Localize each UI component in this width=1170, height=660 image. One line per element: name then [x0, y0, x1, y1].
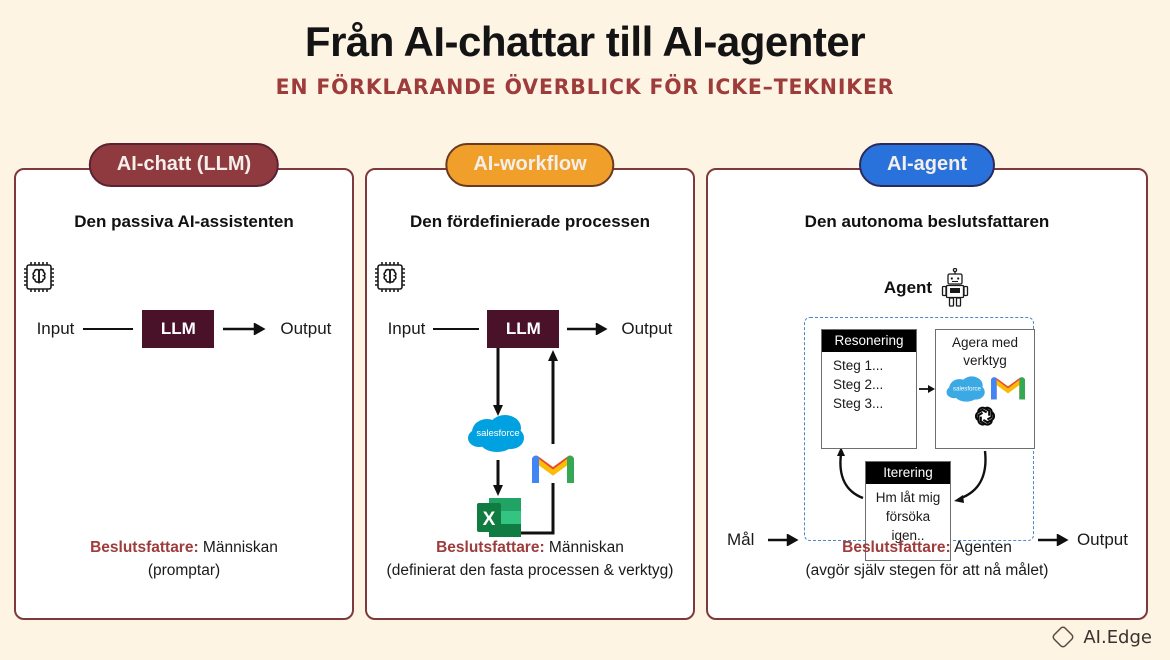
card-2-footer-rest: Människan — [544, 538, 624, 556]
svg-text:salesforce: salesforce — [476, 428, 519, 439]
reasoning-step: Steg 1... — [833, 358, 884, 373]
tools-box: Agera med verktyg — [935, 329, 1035, 449]
arrow-right-icon — [223, 323, 271, 335]
card-1-footer-strong: Beslutsfattare: — [90, 538, 199, 556]
gmail-logo — [991, 375, 1025, 401]
page-subtitle: EN FÖRKLARANDE ÖVERBLICK FÖR ICKE–TEKNIK… — [275, 75, 895, 100]
card-ai-agent: AI-agent Den autonoma beslutsfattaren Ag… — [706, 143, 1148, 620]
card-1-input-label: Input — [36, 319, 75, 338]
connector-line — [83, 327, 134, 331]
card-3-footer: Beslutsfattare: Agenten (avgör själv ste… — [716, 536, 1138, 583]
card-1-flow: Input LLM Output — [16, 310, 352, 348]
brand-name: AI.Edge — [1083, 626, 1152, 648]
excel-logo: X — [475, 496, 523, 540]
card-3-footer-line1: Beslutsfattare: Agenten — [716, 536, 1138, 559]
openai-logo — [971, 403, 999, 431]
salesforce-logo: salesforce — [945, 373, 989, 403]
card-3-footer-rest: Agenten — [950, 538, 1012, 556]
card-3-pill: AI-agent — [859, 143, 995, 187]
agent-header: Agent — [708, 268, 1146, 308]
card-1-pill: AI-chatt (LLM) — [88, 143, 280, 187]
card-2-subtitle: Den fördefinierade processen — [410, 212, 650, 231]
card-3-footer-line2: (avgör själv stegen för att nå målet) — [805, 561, 1049, 579]
connector-line — [433, 327, 480, 331]
iteration-title: Iterering — [866, 462, 950, 484]
svg-text:X: X — [483, 509, 496, 530]
agent-loop-connectors — [837, 385, 987, 503]
robot-icon — [940, 268, 970, 308]
card-1-output-label: Output — [280, 319, 332, 338]
card-2-footer-line2: (definierat den fasta processen & verkty… — [386, 561, 674, 579]
card-1-footer-line1: Beslutsfattare: Människan — [24, 536, 344, 559]
page-title: Från AI-chattar till AI-agenter — [304, 18, 866, 65]
agent-loop-container: Resonering Steg 1... Steg 2... Steg 3...… — [804, 317, 1035, 561]
iteration-line3: igen.. — [891, 528, 925, 544]
reasoning-title: Resonering — [822, 330, 916, 352]
tools-box-title-line2: verktyg — [963, 352, 1007, 368]
tools-box-icons: salesforce — [936, 373, 1034, 431]
iteration-text: Hm låt mig försöka igen.. — [866, 484, 950, 548]
arrow-right-icon — [768, 534, 804, 546]
card-2-diagram: Input LLM Output — [367, 254, 693, 558]
brain-chip-icon — [367, 254, 693, 300]
card-1-llm-box: LLM — [142, 310, 215, 348]
salesforce-logo: salesforce — [467, 410, 529, 454]
iteration-box: Iterering Hm låt mig försöka igen.. — [865, 461, 951, 561]
card-1-diagram: Input LLM Output — [16, 254, 352, 348]
card-2-output-label: Output — [621, 319, 673, 338]
card-3-output-label: Output — [1076, 530, 1128, 549]
card-ai-workflow: AI-workflow Den fördefinierade processen — [365, 143, 695, 620]
reasoning-step: Steg 3... — [833, 396, 884, 412]
reasoning-steps: Steg 1... Steg 2... Steg 3... — [822, 352, 916, 416]
card-2-footer: Beslutsfattare: Människan (definierat de… — [375, 536, 685, 583]
tools-box-title-line1: Agera med — [951, 335, 1019, 350]
brain-chip-icon — [16, 254, 352, 300]
brand-logo: AI.Edge — [1050, 624, 1152, 650]
card-2-flow: Input LLM Output — [367, 310, 693, 348]
reasoning-step: Steg 2... — [833, 377, 884, 393]
workflow-connectors — [493, 348, 558, 535]
reasoning-box: Resonering Steg 1... Steg 2... Steg 3... — [821, 329, 917, 449]
tools-box-title: Agera med verktyg — [936, 330, 1034, 371]
arrow-right-icon — [1038, 534, 1074, 546]
card-3-subtitle: Den autonoma beslutsfattaren — [804, 212, 1050, 231]
card-2-tool-flow: salesforce — [367, 348, 693, 558]
card-2-input-label: Input — [387, 319, 426, 338]
iteration-line2: försöka — [885, 509, 931, 525]
agent-label: Agent — [883, 278, 933, 297]
cards-row: AI-chatt (LLM) Den passiva AI-assistente… — [0, 143, 1170, 623]
diamond-icon — [1050, 624, 1076, 650]
card-1-subtitle: Den passiva AI-assistenten — [74, 212, 294, 231]
svg-text:salesforce: salesforce — [953, 386, 982, 393]
card-1-footer-rest: Människan — [198, 538, 278, 556]
goal-label: Mål — [727, 530, 755, 549]
card-2-pill: AI-workflow — [445, 143, 615, 187]
card-3-footer-strong: Beslutsfattare: — [842, 538, 951, 556]
poster-header: Från AI-chattar till AI-agenter EN FÖRKL… — [0, 0, 1170, 99]
card-1-footer: Beslutsfattare: Människan (promptar) — [24, 536, 344, 583]
gmail-logo — [532, 453, 574, 485]
card-2-footer-strong: Beslutsfattare: — [436, 538, 545, 556]
arrow-right-icon — [567, 323, 613, 335]
card-2-footer-line1: Beslutsfattare: Människan — [375, 536, 685, 559]
card-1-footer-line2: (promptar) — [147, 561, 221, 579]
iteration-line1: Hm låt mig — [875, 490, 941, 505]
card-ai-chat: AI-chatt (LLM) Den passiva AI-assistente… — [14, 143, 354, 620]
card-2-llm-box: LLM — [487, 310, 560, 348]
